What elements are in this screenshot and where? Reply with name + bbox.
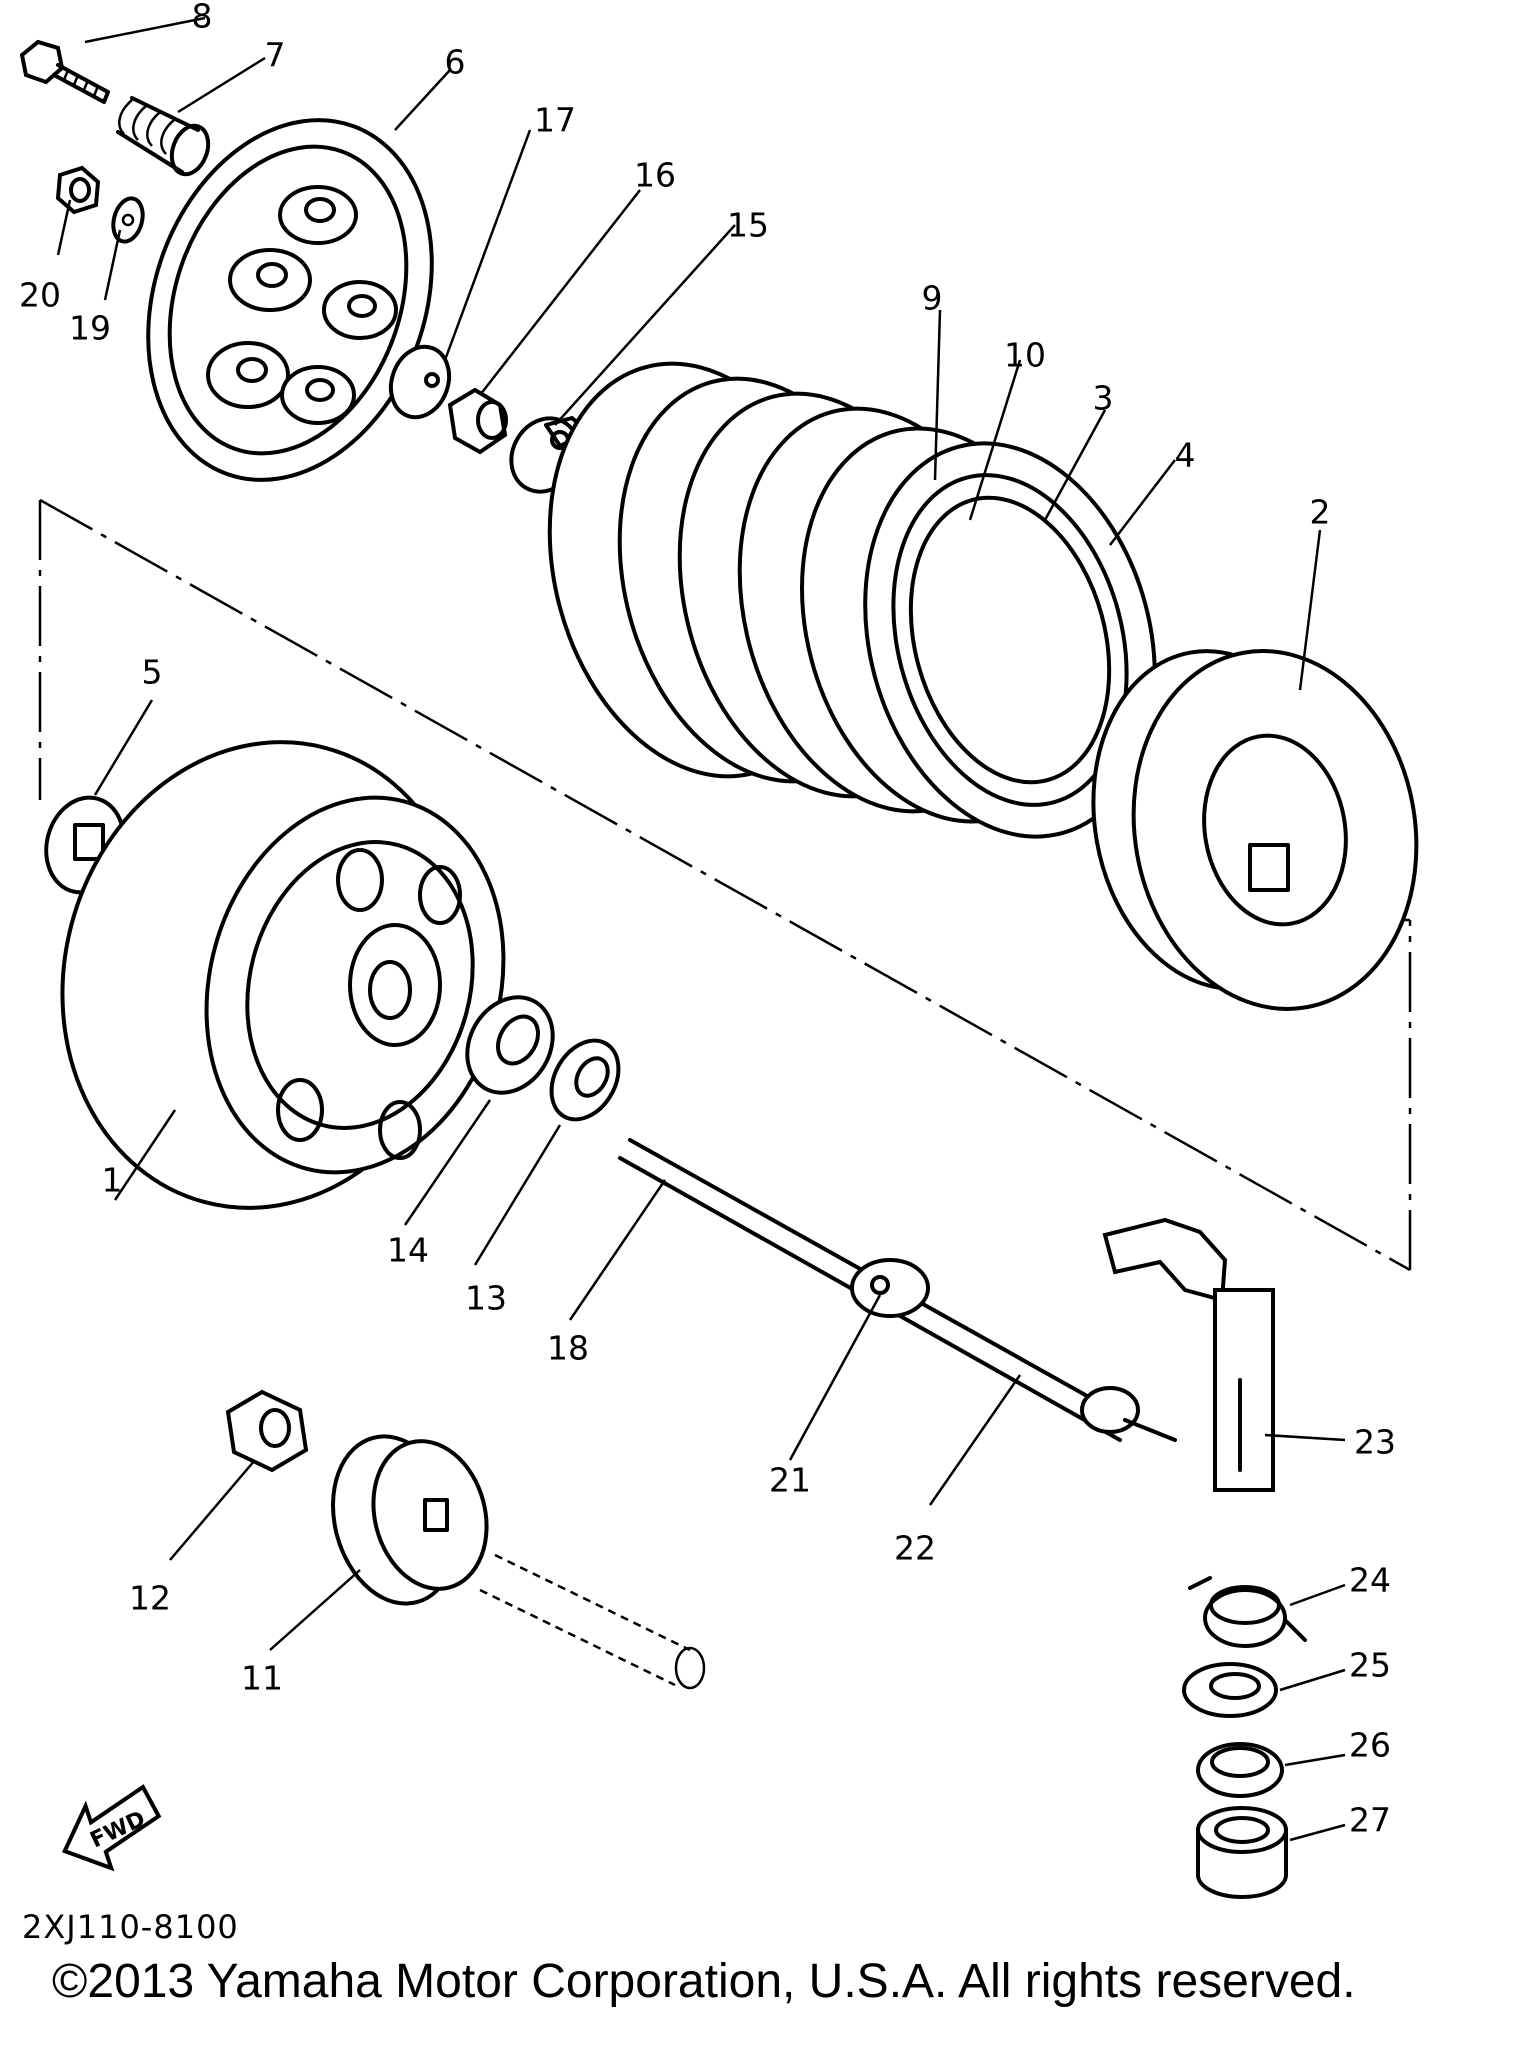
callout-11: 11 <box>241 1658 283 1698</box>
part-27-bushing <box>1196 1806 1288 1899</box>
callout-24: 24 <box>1349 1560 1391 1600</box>
callout-27: 27 <box>1349 1800 1391 1840</box>
callout-21: 21 <box>769 1460 811 1500</box>
fwd-arrow-icon <box>61 1784 162 1872</box>
part-11-kick-gear <box>331 1434 489 1606</box>
part-2-clutch-boss <box>1091 649 1419 1011</box>
callout-25: 25 <box>1349 1645 1391 1685</box>
copyright-notice: ©2013 Yamaha Motor Corporation, U.S.A. A… <box>52 1955 1356 2008</box>
callout-7: 7 <box>264 35 286 75</box>
part-26-oil-seal <box>1196 1742 1284 1798</box>
callout-22: 22 <box>894 1528 936 1568</box>
callout-9: 9 <box>921 278 943 318</box>
callout-10: 10 <box>1004 335 1046 375</box>
part-25-washer <box>1182 1662 1278 1718</box>
friction-plate-stack <box>547 361 1157 839</box>
callout-6: 6 <box>444 42 466 82</box>
part-13-washer <box>549 1038 621 1122</box>
shaft-reference-outline <box>479 1553 706 1690</box>
drawing-code: 2XJ110-8100 <box>22 1908 239 1946</box>
callout-5: 5 <box>141 652 163 692</box>
part-1-clutch-housing <box>60 740 506 1210</box>
callout-4: 4 <box>1174 435 1196 475</box>
callout-leaders <box>56 16 1346 1842</box>
part-12-collar <box>225 1389 309 1473</box>
callout-26: 26 <box>1349 1725 1391 1765</box>
part-19-washer <box>111 196 145 244</box>
callout-19: 19 <box>69 308 111 348</box>
callout-3: 3 <box>1092 378 1114 418</box>
callout-20: 20 <box>19 275 61 315</box>
part-17-push-plate <box>388 344 452 420</box>
callout-1: 1 <box>101 1160 123 1200</box>
part-23-kick-shaft <box>1102 1217 1275 1492</box>
part-14-washer <box>465 995 555 1095</box>
part-7-spring <box>116 96 211 177</box>
part-16-nut <box>447 387 508 455</box>
part-6-pressure-plate <box>146 118 434 482</box>
callout-16: 16 <box>634 155 676 195</box>
callout-13: 13 <box>465 1278 507 1318</box>
part-20-nut <box>55 165 101 215</box>
callout-18: 18 <box>547 1328 589 1368</box>
part-8-bolt <box>19 39 110 104</box>
part-22-kick-axle <box>618 1138 1177 1442</box>
callout-14: 14 <box>387 1230 429 1270</box>
part-24-torsion-spring <box>1188 1576 1307 1648</box>
callout-12: 12 <box>129 1578 171 1618</box>
callout-8: 8 <box>191 0 213 36</box>
callout-23: 23 <box>1354 1422 1396 1462</box>
callout-2: 2 <box>1309 492 1331 532</box>
callout-15: 15 <box>727 205 769 245</box>
callout-17: 17 <box>534 100 576 140</box>
